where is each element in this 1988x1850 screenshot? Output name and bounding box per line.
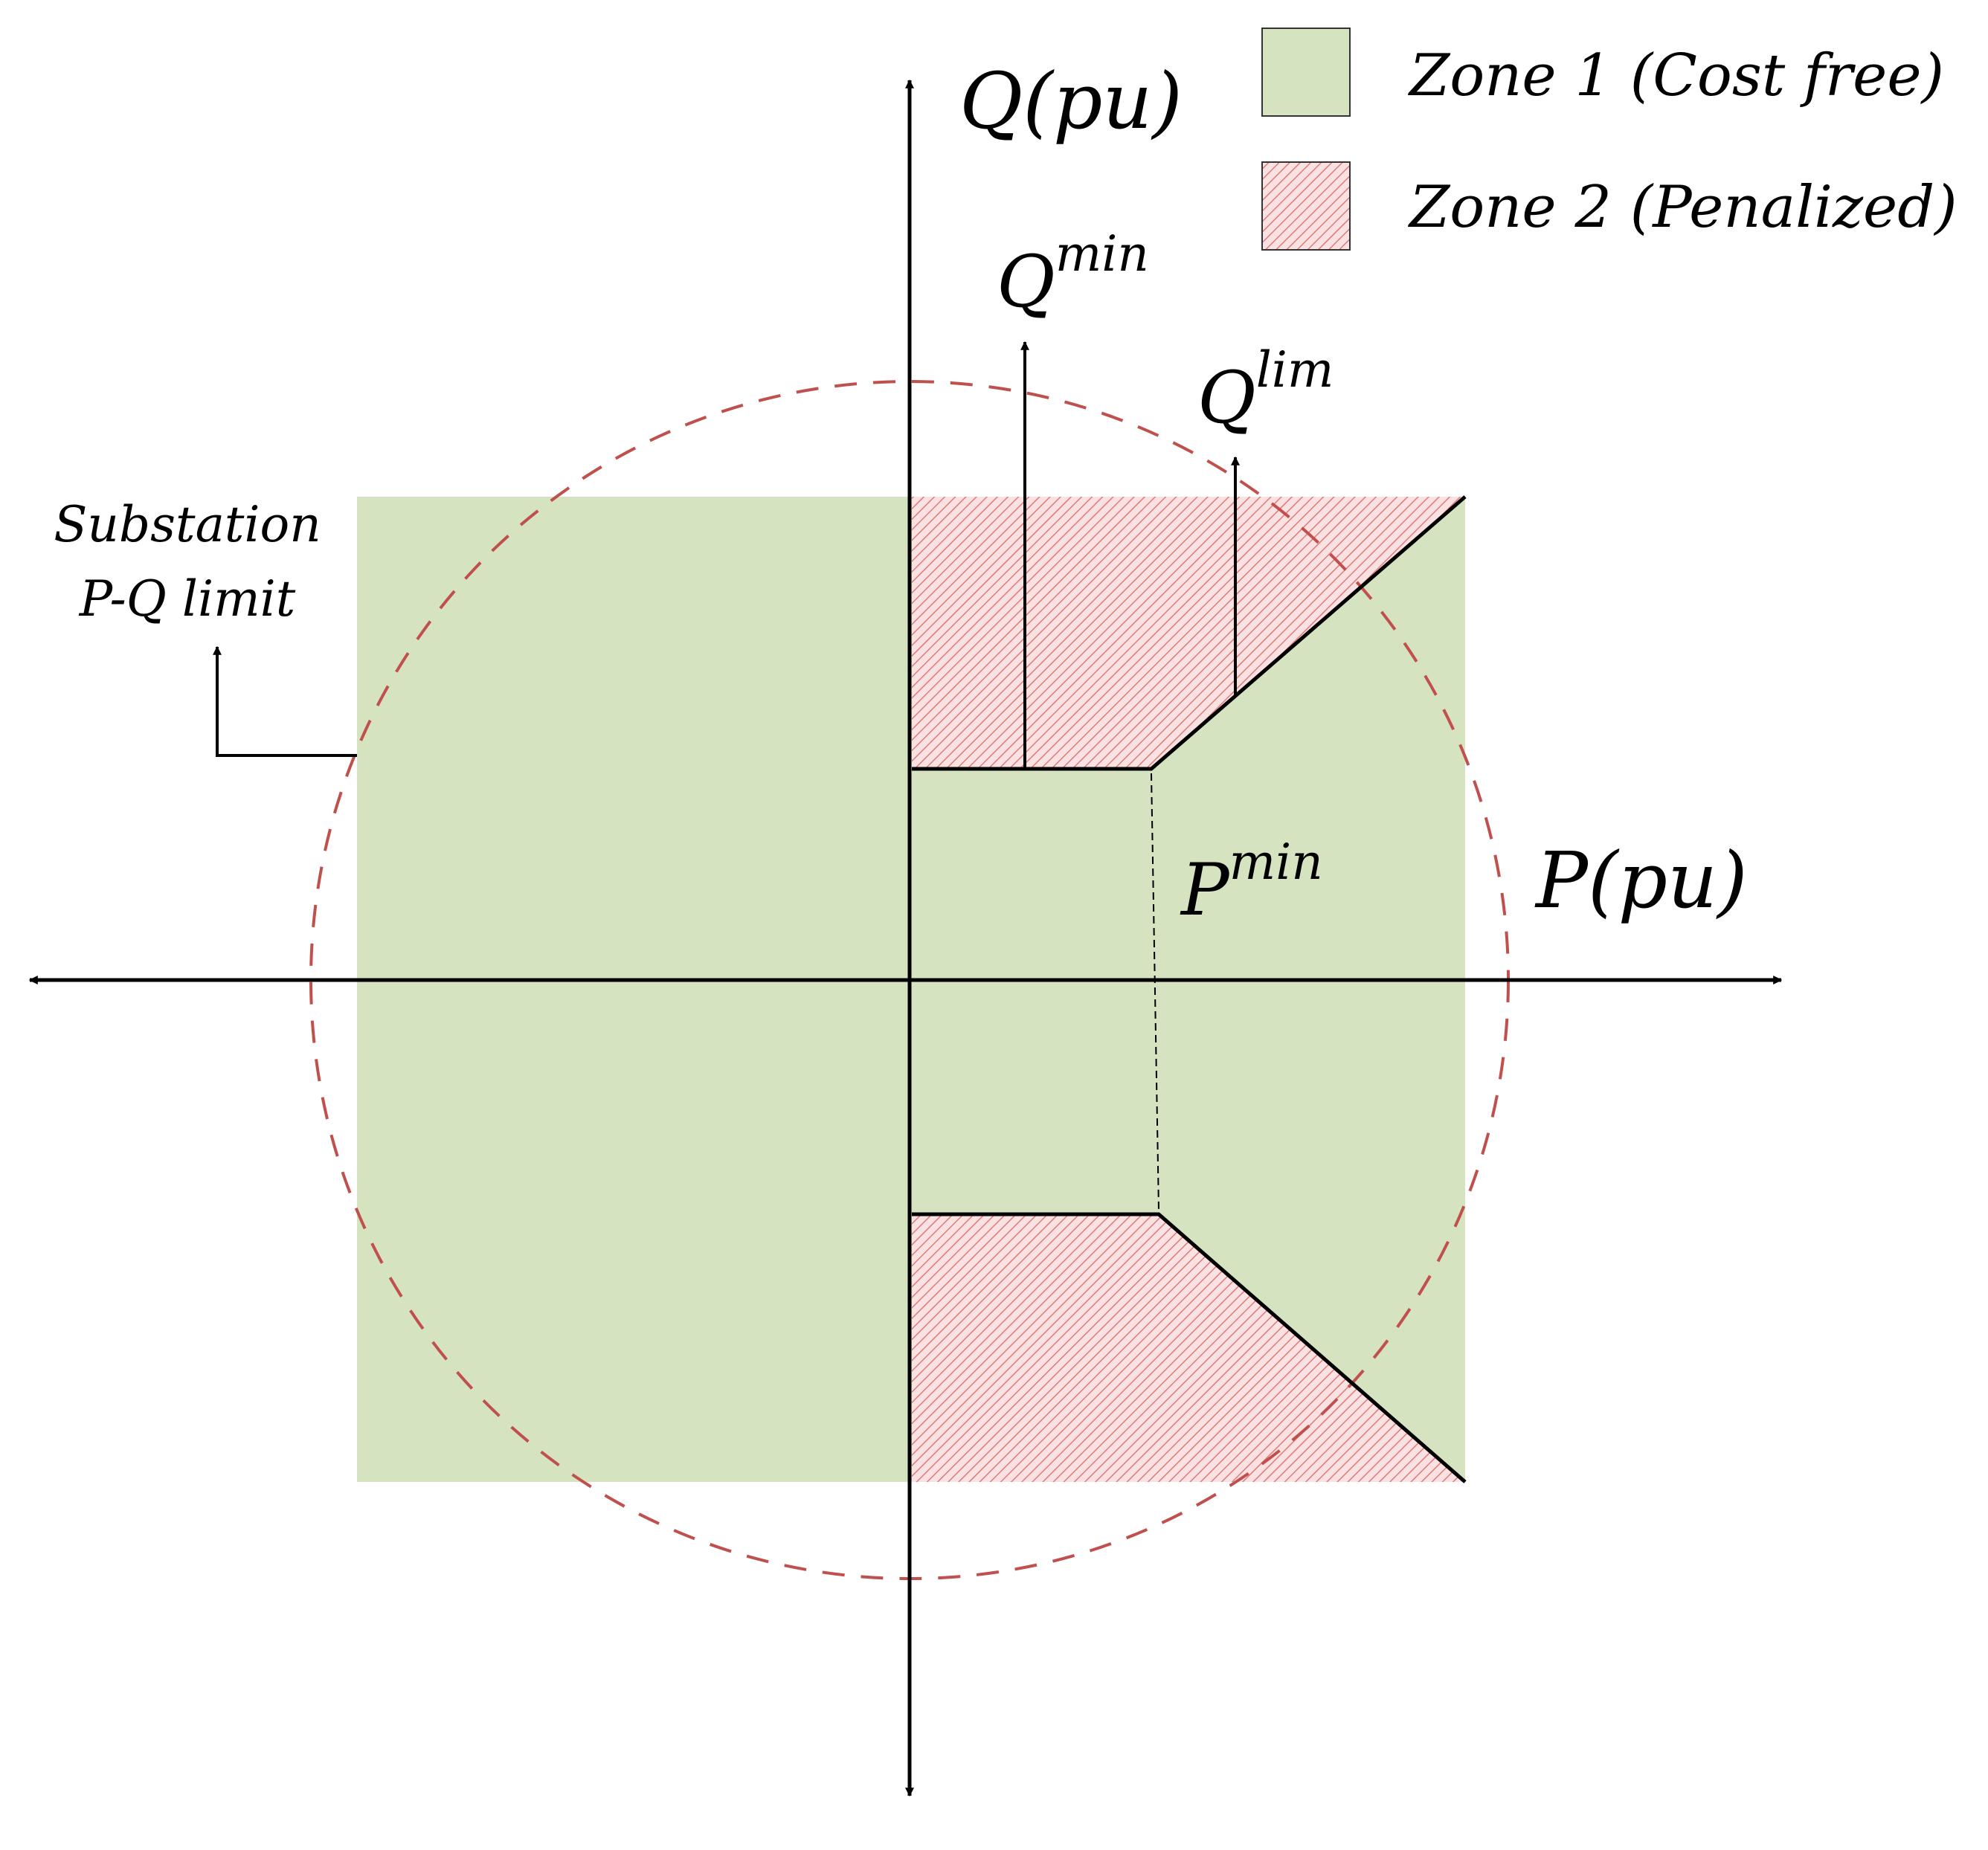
q-lim-label: Qlim [1197, 341, 1334, 439]
upper-boundary-line [912, 495, 1467, 771]
lower-boundary-line [912, 1212, 1467, 1483]
zone2-upper-region [912, 497, 1465, 769]
q-min-label: Qmin [997, 225, 1149, 323]
legend-zone1-label: Zone 1 (Cost free) [1407, 42, 1944, 109]
p-min-label: Pmin [1180, 834, 1323, 932]
substation-label-line1: Substation [54, 496, 321, 553]
p-min-dashed-line [1151, 773, 1159, 1211]
substation-pointer-arrow [213, 645, 357, 757]
substation-label-line2: P-Q limit [79, 570, 296, 628]
zone2-lower-region [912, 1214, 1465, 1482]
legend-zone2-label: Zone 2 (Penalized) [1407, 174, 1958, 241]
q-axis-label: Q(pu) [959, 56, 1183, 146]
legend-zone1-swatch [1261, 28, 1351, 117]
p-axis-label: P(pu) [1534, 835, 1748, 926]
legend: Zone 1 (Cost free) Zone 2 (Penalized) [1261, 28, 1958, 251]
legend-zone2-swatch [1261, 161, 1351, 251]
